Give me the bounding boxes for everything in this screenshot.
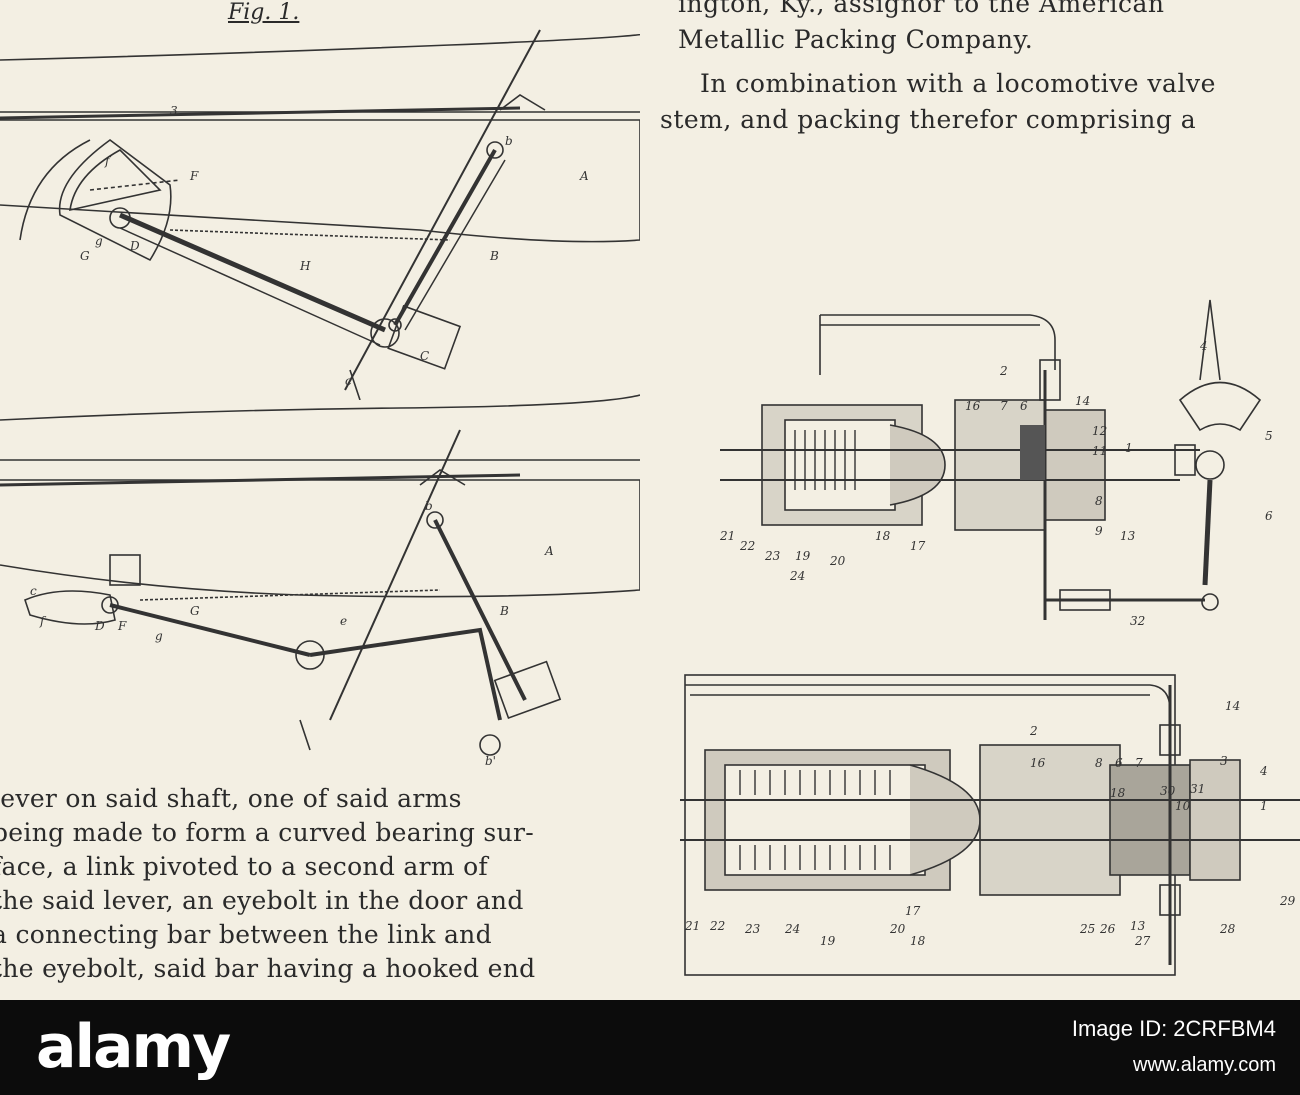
svg-text:2: 2 <box>999 364 1008 378</box>
svg-text:g: g <box>155 629 163 643</box>
svg-text:21: 21 <box>684 919 700 933</box>
svg-text:32: 32 <box>1130 614 1145 628</box>
svg-text:16: 16 <box>965 399 981 413</box>
svg-text:f: f <box>39 614 47 628</box>
svg-text:B: B <box>489 249 499 263</box>
door-latch-figure-upper: A Bb C Ff G H D g c 3 <box>0 29 640 400</box>
svg-text:19: 19 <box>795 549 811 563</box>
image-id: Image ID: 2CRFBM4 <box>1071 1016 1276 1041</box>
svg-text:16: 16 <box>1030 756 1046 770</box>
svg-text:17: 17 <box>910 539 926 553</box>
svg-text:7: 7 <box>1000 399 1008 413</box>
svg-text:F: F <box>189 169 199 183</box>
svg-text:4: 4 <box>1259 764 1268 778</box>
svg-text:11: 11 <box>1092 444 1107 458</box>
svg-text:13: 13 <box>1130 919 1146 933</box>
svg-text:28: 28 <box>1219 922 1236 936</box>
svg-text:b: b <box>505 134 513 148</box>
svg-text:A: A <box>544 544 554 558</box>
svg-text:17: 17 <box>905 904 921 918</box>
svg-text:18: 18 <box>1110 786 1126 800</box>
alamy-logo: alamy <box>36 1012 231 1082</box>
text-line: Metallic Packing Company. <box>678 25 1034 54</box>
text-line: being made to form a curved bearing sur- <box>0 818 534 847</box>
svg-text:6: 6 <box>1115 756 1123 770</box>
text-line: lever on said shaft, one of said arms <box>0 784 462 813</box>
svg-text:26: 26 <box>1099 922 1116 936</box>
svg-text:27: 27 <box>1134 934 1151 948</box>
svg-text:5: 5 <box>1265 429 1273 443</box>
svg-text:30: 30 <box>1160 784 1176 798</box>
svg-text:9: 9 <box>1095 524 1103 538</box>
svg-text:F: F <box>117 619 127 633</box>
svg-text:14: 14 <box>1225 699 1240 713</box>
svg-text:21: 21 <box>719 529 735 543</box>
svg-text:1: 1 <box>1260 799 1268 813</box>
site-url: www.alamy.com <box>1133 1054 1276 1076</box>
svg-text:H: H <box>299 259 311 273</box>
text-line: the said lever, an eyebolt in the door a… <box>0 886 524 915</box>
svg-text:8: 8 <box>1095 494 1103 508</box>
svg-text:4: 4 <box>1199 339 1208 353</box>
svg-text:23: 23 <box>744 922 761 936</box>
svg-text:19: 19 <box>820 934 836 948</box>
svg-text:c: c <box>30 584 37 598</box>
svg-text:B: B <box>499 604 509 618</box>
text-line: stem, and packing therefor comprising a <box>660 105 1197 134</box>
svg-text:3: 3 <box>170 104 178 118</box>
svg-text:G: G <box>80 249 90 263</box>
svg-text:D: D <box>94 619 105 633</box>
svg-text:13: 13 <box>1120 529 1136 543</box>
svg-text:23: 23 <box>764 549 781 563</box>
right-column-text: ington, Ky., assignor to the American Me… <box>660 0 1300 138</box>
svg-text:A: A <box>579 169 589 183</box>
text-line: a connecting bar between the link and <box>0 920 492 949</box>
svg-text:7: 7 <box>1135 756 1143 770</box>
text-line: the eyebolt, said bar having a hooked en… <box>0 954 536 983</box>
watermark-footer: alamy Image ID: 2CRFBM4 www.alamy.com <box>0 1000 1300 1095</box>
svg-text:G: G <box>190 604 200 618</box>
svg-text:8: 8 <box>1095 756 1103 770</box>
svg-text:C: C <box>420 349 429 363</box>
svg-text:2: 2 <box>1029 724 1038 738</box>
text-line: face, a link pivoted to a second arm of <box>0 852 488 881</box>
svg-text:29: 29 <box>1279 894 1296 908</box>
svg-text:g: g <box>95 234 103 248</box>
svg-text:e: e <box>340 614 347 628</box>
svg-text:20: 20 <box>829 554 846 568</box>
svg-text:D: D <box>129 239 140 253</box>
svg-text:18: 18 <box>875 529 891 543</box>
svg-text:6: 6 <box>1265 509 1273 523</box>
svg-text:24: 24 <box>784 922 800 936</box>
svg-text:3: 3 <box>1220 754 1228 768</box>
svg-text:22: 22 <box>739 539 755 553</box>
svg-text:b: b <box>425 499 433 513</box>
svg-text:f: f <box>104 154 112 168</box>
svg-text:31: 31 <box>1190 782 1205 796</box>
svg-text:1: 1 <box>1125 441 1133 455</box>
text-line: ington, Ky., assignor to the American <box>678 0 1165 18</box>
text-line: In combination with a locomotive valve <box>700 69 1216 98</box>
svg-text:c: c <box>345 374 352 388</box>
door-latch-figure-lower: A Bb b' cD F Gg f e <box>0 394 640 768</box>
svg-text:20: 20 <box>889 922 906 936</box>
left-column-text: lever on said shaft, one of said arms be… <box>0 782 642 986</box>
svg-text:12: 12 <box>1092 424 1107 438</box>
svg-text:24: 24 <box>789 569 805 583</box>
svg-text:14: 14 <box>1075 394 1090 408</box>
svg-text:10: 10 <box>1175 799 1191 813</box>
svg-text:18: 18 <box>910 934 926 948</box>
svg-text:22: 22 <box>709 919 725 933</box>
svg-text:6: 6 <box>1020 399 1028 413</box>
figure-label: Fig. 1. <box>228 0 300 25</box>
svg-text:25: 25 <box>1079 922 1095 936</box>
svg-text:b': b' <box>485 754 496 768</box>
